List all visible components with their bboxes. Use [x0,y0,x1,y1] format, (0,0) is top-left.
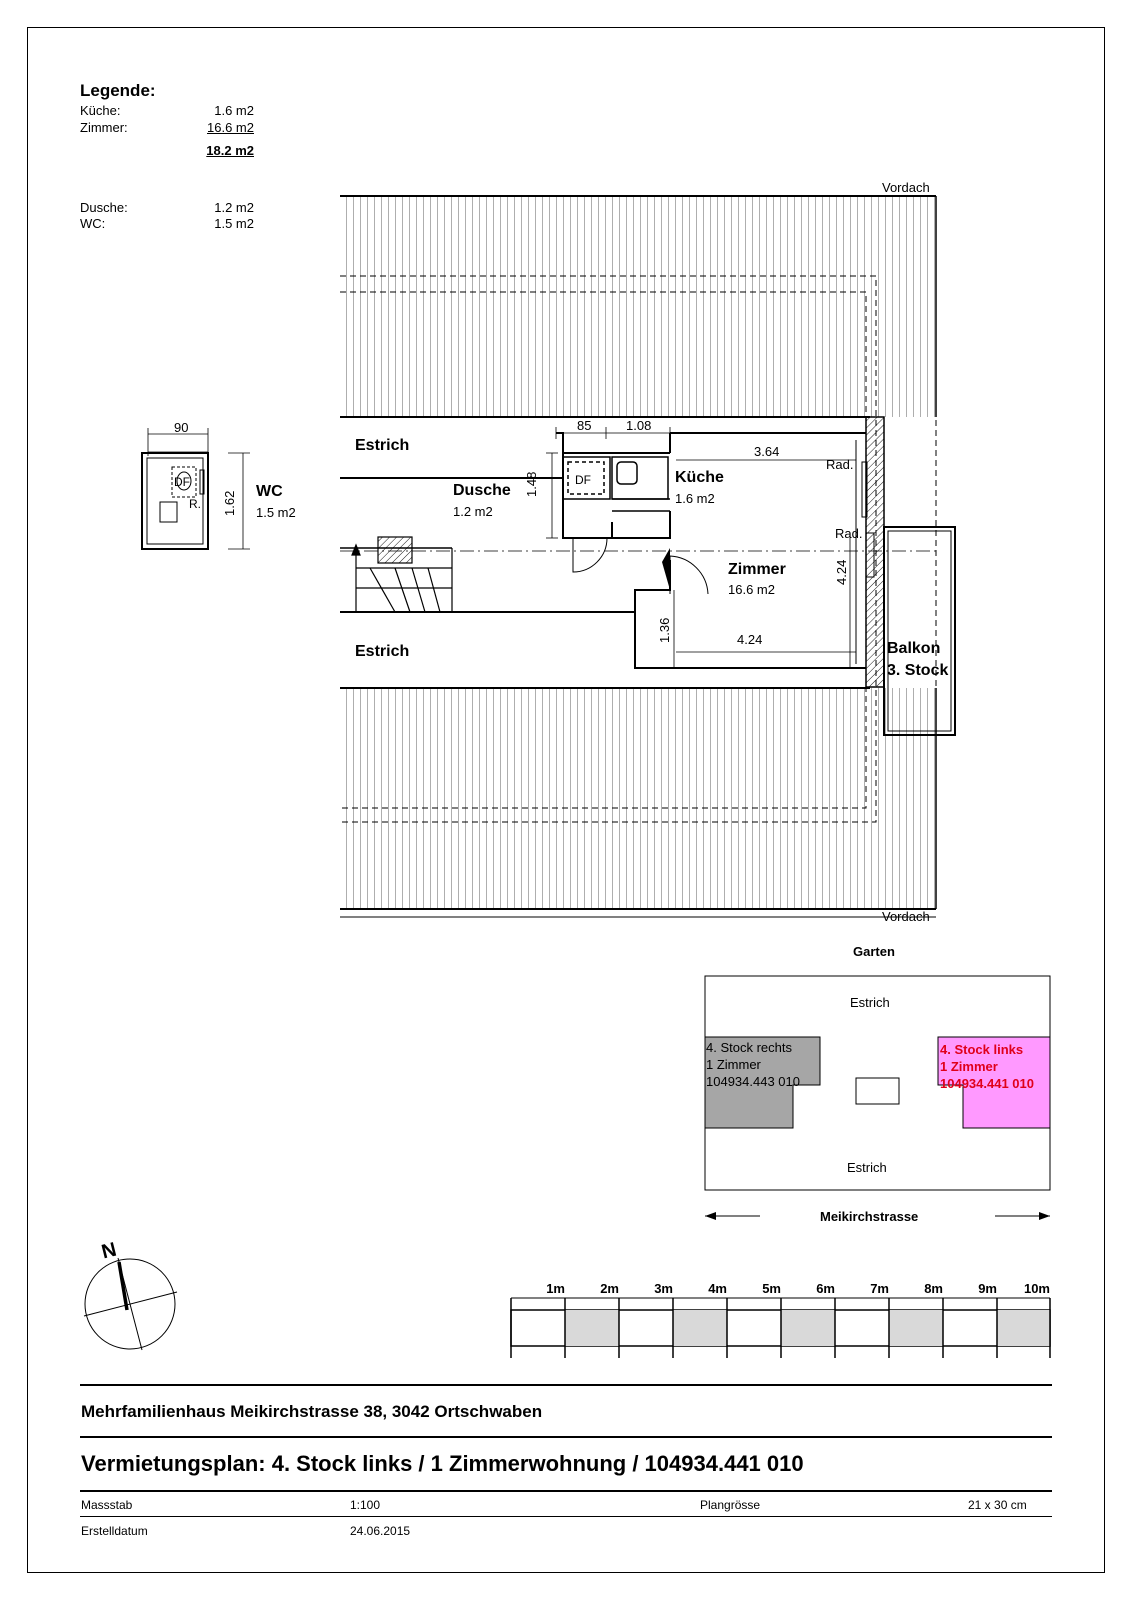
scale-label: 5m [762,1281,781,1296]
footer-divider [80,1436,1052,1438]
site-estrich-bottom: Estrich [847,1160,887,1175]
label-zimmer-area: 16.6 m2 [728,582,775,597]
label-rad-2: Rad. [835,526,863,541]
label-vordach-bottom: Vordach [882,909,930,924]
legend-total-value: 18.2 m2 [206,143,254,158]
footer-erstelldatum-label: Erstelldatum [81,1524,148,1538]
wc-df: DF [174,475,190,489]
dim-424-horizontal: 4.24 [737,632,763,647]
footer-erstelldatum-value: 24.06.2015 [350,1524,411,1538]
unit-rechts-line2: 1 Zimmer [706,1057,761,1072]
legend-title: Legende: [80,81,156,100]
unit-rechts-line1: 4. Stock rechts [706,1040,792,1055]
site-estrich-top: Estrich [850,995,890,1010]
entrance-door [662,548,709,595]
scale-label: 3m [654,1281,673,1296]
legend-value: 1.6 m2 [214,103,254,118]
scale-label: 4m [708,1281,727,1296]
balkon-inner [887,530,952,732]
exterior-wall [865,416,885,688]
scale-label: 10m [1023,1281,1050,1296]
unit-links-line1: 4. Stock links [940,1042,1024,1057]
scale-label: 1m [546,1281,565,1296]
footer-title: Vermietungsplan: 4. Stock links / 1 Zimm… [81,1451,804,1476]
legend-row-total: 18.2 m2 [80,143,254,159]
scale-label: 7m [870,1281,889,1296]
legend-row-zimmer: Zimmer: 16.6 m2 [80,120,254,136]
label-kueche-area: 1.6 m2 [675,491,715,506]
unit-links-label: 4. Stock links 1 Zimmer 104934.441 010 [940,1041,1034,1092]
legend-label: Dusche: [80,200,128,215]
unit-links-line3: 104934.441 010 [940,1076,1034,1091]
scale-label: 8m [924,1281,943,1296]
label-dusche: Dusche [453,482,511,499]
north-arrow [83,1257,178,1351]
legend-row-kueche: Küche: 1.6 m2 [80,103,254,119]
wc-area: 1.5 m2 [256,505,296,520]
radiator [861,461,868,518]
dim-148: 1.48 [524,471,539,497]
roof-top [340,195,937,418]
site-overview [704,975,1051,1220]
footer-divider [80,1384,1052,1386]
label-balkon: Balkon [887,640,941,657]
site-garten: Garten [853,944,895,959]
unit-links-line2: 1 Zimmer [940,1059,998,1074]
wc-detail-drawing [141,428,250,550]
radiator [865,532,875,578]
label-df: DF [575,473,591,487]
footer-plangroesse-value: 21 x 30 cm [968,1498,1027,1512]
legend-value: 1.2 m2 [214,200,254,215]
dim-108: 1.08 [626,418,652,433]
footer-plangroesse-label: Plangrösse [700,1498,761,1512]
scale-label: 6m [816,1281,835,1296]
label-kueche: Küche [675,469,724,486]
dim-364: 3.64 [754,444,780,459]
footer-divider [80,1490,1052,1492]
legend-value: 16.6 m2 [207,120,254,135]
wc-r: R. [189,497,201,511]
estrich-partitions [340,477,635,613]
wc-dim-height: 1.62 [222,490,237,516]
staircase [340,536,453,613]
dimension-lines [546,427,851,668]
footer-massstab-label: Massstab [81,1498,133,1512]
legend-row-wc: WC: 1.5 m2 [80,216,254,232]
unit-rechts-line3: 104934.443 010 [706,1074,800,1089]
legend-label: Küche: [80,103,121,118]
footer-address: Mehrfamilienhaus Meikirchstrasse 38, 304… [81,1402,543,1421]
legend-label: WC: [80,216,106,231]
roof-bottom [340,687,937,918]
dusche-fixtures [562,456,670,512]
dusche-door [572,537,608,573]
label-estrich-bottom: Estrich [355,643,410,660]
dim-136: 1.36 [657,617,672,643]
label-estrich-top: Estrich [355,437,410,454]
legend-label: Zimmer: [80,120,128,135]
unit-links-block [937,1036,1051,1129]
unit-rechts-label: 4. Stock rechts 1 Zimmer 104934.443 010 [706,1039,800,1090]
scale-label: 2m [600,1281,619,1296]
wc-dim-width: 90 [174,420,189,435]
site-street: Meikirchstrasse [820,1209,919,1224]
label-zimmer: Zimmer [728,561,786,578]
legend-value: 1.5 m2 [214,216,254,231]
label-rad-1: Rad. [826,457,854,472]
footer-massstab-value: 1:100 [350,1498,381,1512]
unit-rechts-block [704,1036,821,1129]
footer-divider [80,1516,1052,1517]
label-balkon-stock: 3. Stock [887,662,949,679]
legend-row-dusche: Dusche: 1.2 m2 [80,200,254,216]
balkon-outline [883,526,956,736]
scale-bar [510,1297,1051,1358]
dim-85: 85 [577,418,592,433]
label-dusche-area: 1.2 m2 [453,504,493,519]
plan-sheet [27,27,1105,1573]
wc-title: WC [256,483,283,500]
scale-label: 9m [978,1281,997,1296]
dim-424-vertical: 4.24 [834,559,849,585]
label-vordach-top: Vordach [882,180,930,195]
